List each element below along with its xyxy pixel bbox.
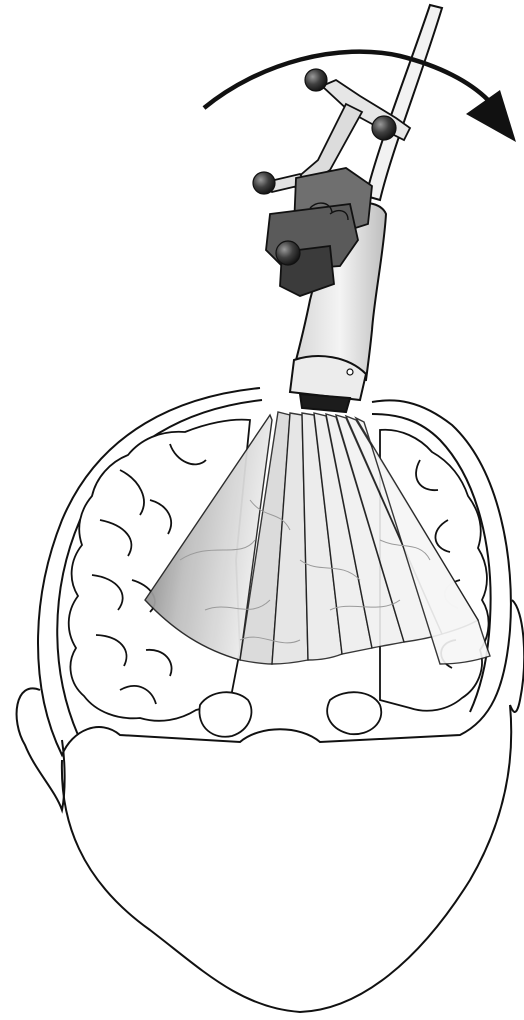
probe-face <box>300 394 350 412</box>
probe-button <box>347 369 353 375</box>
brainstem-right-lobe <box>327 692 381 734</box>
marker-ball-4 <box>276 241 300 265</box>
brainstem-left-lobe <box>199 692 251 737</box>
marker-ball-2 <box>372 116 396 140</box>
marker-ball-1 <box>305 69 327 91</box>
right-ear <box>510 600 524 712</box>
marker-ball-3 <box>253 172 275 194</box>
face-outline <box>62 705 511 1012</box>
left-ear <box>17 688 65 810</box>
rotation-arrowhead <box>466 90 516 142</box>
probe-cable <box>366 5 442 200</box>
